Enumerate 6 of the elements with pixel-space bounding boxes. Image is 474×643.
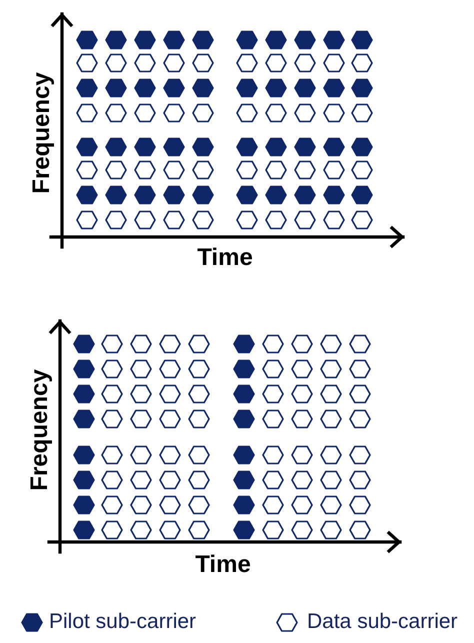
axis-title: Frequency [30,72,54,194]
legend-label: Pilot sub-carrier [49,611,196,632]
axis-title: Frequency [28,369,52,491]
axis-title: Time [197,246,253,270]
legend-label: Data sub-carrier [307,611,458,632]
axis-title: Time [195,553,251,577]
